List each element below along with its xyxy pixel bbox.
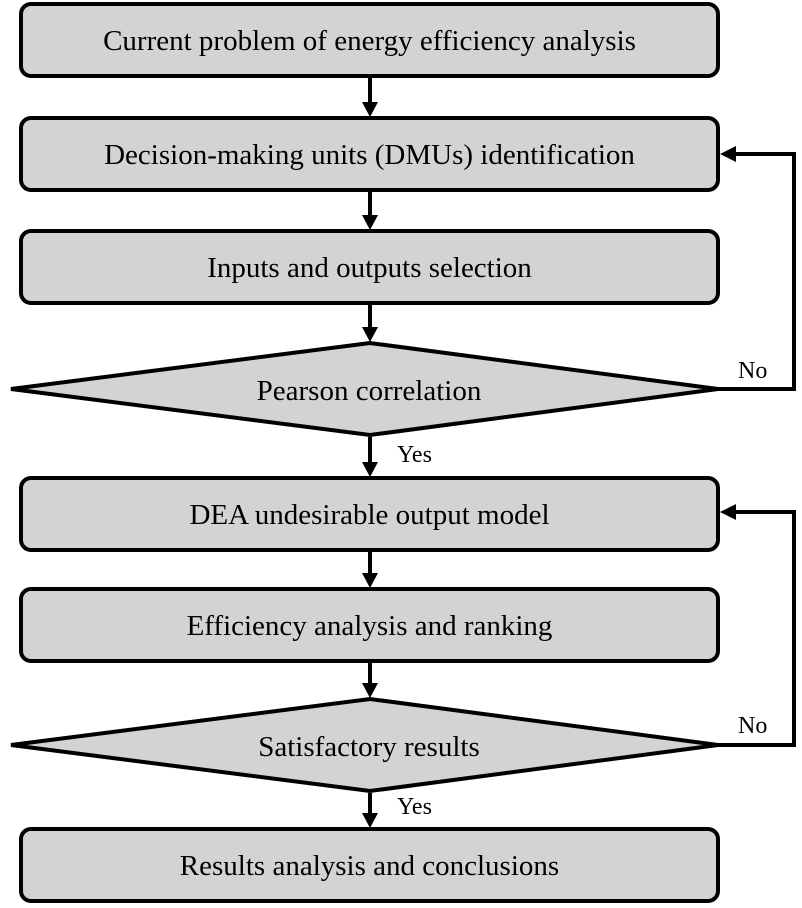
step-dea-model: DEA undesirable output model <box>19 476 720 552</box>
arrow-satisfactory-to-results <box>362 793 378 828</box>
decision-satisfactory-label: Satisfactory results <box>258 731 479 763</box>
arrow-problem-to-dmu <box>362 78 378 117</box>
step-results-conclusions-label: Results analysis and conclusions <box>180 850 559 882</box>
satisfactory-yes-label: Yes <box>397 794 432 820</box>
decision-satisfactory: Satisfactory results <box>10 696 719 794</box>
decision-pearson: Pearson correlation <box>10 340 719 438</box>
arrow-pearson-to-dea <box>362 437 378 477</box>
step-inputs-outputs: Inputs and outputs selection <box>19 229 720 305</box>
arrow-efficiency-to-satisfactory <box>362 663 378 698</box>
decision-pearson-label: Pearson correlation <box>257 375 482 407</box>
step-results-conclusions: Results analysis and conclusions <box>19 827 720 903</box>
pearson-yes-label: Yes <box>397 442 432 468</box>
step-efficiency-ranking-label: Efficiency analysis and ranking <box>187 610 553 642</box>
step-dmu-identification: Decision-making units (DMUs) identificat… <box>19 116 720 192</box>
arrow-dea-to-efficiency <box>362 552 378 588</box>
arrow-inputs-to-pearson <box>362 305 378 342</box>
step-dea-model-label: DEA undesirable output model <box>189 499 549 531</box>
loop-pearson-no <box>718 146 796 391</box>
step-inputs-outputs-label: Inputs and outputs selection <box>207 252 532 284</box>
pearson-no-label: No <box>738 358 767 384</box>
step-dmu-identification-label: Decision-making units (DMUs) identificat… <box>104 139 635 171</box>
step-problem-label: Current problem of energy efficiency ana… <box>103 25 636 57</box>
loop-satisfactory-no <box>718 504 796 747</box>
step-problem: Current problem of energy efficiency ana… <box>19 2 720 78</box>
arrow-dmu-to-inputs <box>362 192 378 230</box>
satisfactory-no-label: No <box>738 713 767 739</box>
step-efficiency-ranking: Efficiency analysis and ranking <box>19 587 720 663</box>
